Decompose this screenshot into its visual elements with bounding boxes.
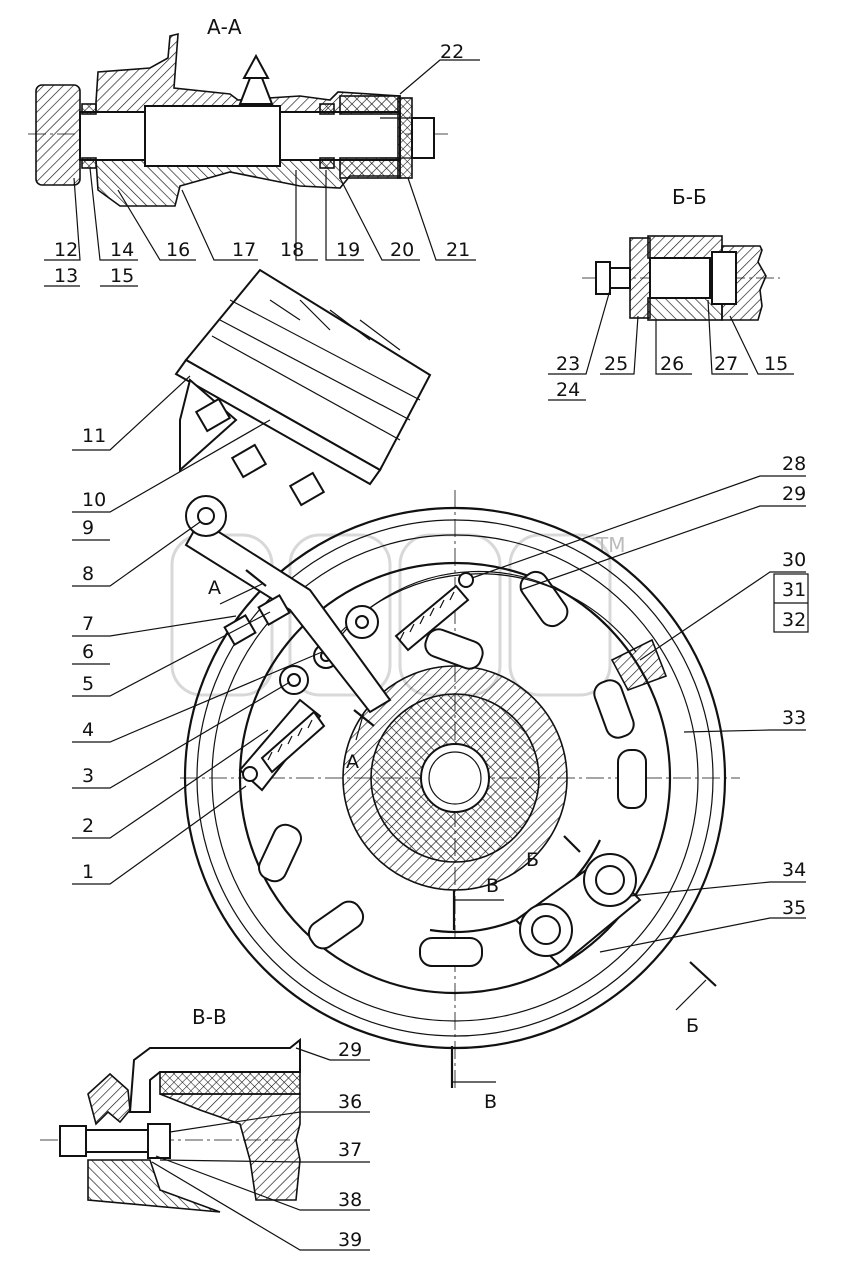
main-label-29: 29 <box>782 483 806 505</box>
main-label-9: 9 <box>82 517 94 539</box>
main-label-5: 5 <box>82 673 94 695</box>
cut-mark-v-inner: В <box>486 875 499 897</box>
aa-label-22: 22 <box>440 41 464 63</box>
cut-mark-a-bottom: А <box>346 751 359 773</box>
bb-label-26: 26 <box>660 353 684 375</box>
main-label-10: 10 <box>82 489 106 511</box>
main-label-3: 3 <box>82 765 94 787</box>
main-label-33: 33 <box>782 707 806 729</box>
main-label-28: 28 <box>782 453 806 475</box>
cut-mark-b-outer: Б <box>686 1015 699 1037</box>
main-label-11: 11 <box>82 425 106 447</box>
cut-mark-a-top: А <box>208 577 221 599</box>
aa-label-21: 21 <box>446 239 470 261</box>
main-label-34: 34 <box>782 859 806 881</box>
main-brake-view: А А Б Б В В 11 10 9 8 7 <box>72 268 809 1113</box>
main-label-2: 2 <box>82 815 94 837</box>
section-bb-view: Б-Б 23 24 25 26 27 15 <box>548 185 794 401</box>
trademark-sign: TM <box>595 533 625 557</box>
main-right-leaders: 28 29 30 31 32 33 34 35 <box>471 453 809 953</box>
main-left-leaders: 11 10 9 8 7 6 5 4 3 2 1 <box>72 375 323 885</box>
bb-label-27: 27 <box>714 353 738 375</box>
aa-label-12: 12 <box>54 239 78 261</box>
main-label-35: 35 <box>782 897 806 919</box>
vv-label-38: 38 <box>338 1189 362 1211</box>
section-markers: А А Б Б В В <box>208 569 717 1113</box>
bb-label-24: 24 <box>556 379 580 401</box>
bb-label-15b: 15 <box>764 353 788 375</box>
vv-label-37: 37 <box>338 1139 362 1161</box>
main-label-31: 31 <box>782 579 806 601</box>
cut-mark-v-outer: В <box>484 1091 497 1113</box>
main-label-6: 6 <box>82 641 94 663</box>
main-label-7: 7 <box>82 613 94 635</box>
aa-label-15: 15 <box>110 265 134 287</box>
section-bb-title: Б-Б <box>672 185 707 209</box>
aa-label-16: 16 <box>166 239 190 261</box>
aa-label-14: 14 <box>110 239 134 261</box>
brake-chamber <box>174 268 432 647</box>
shaft-collar <box>144 105 281 167</box>
aa-label-18: 18 <box>280 239 304 261</box>
main-label-4: 4 <box>82 719 94 741</box>
main-label-32: 32 <box>782 609 806 631</box>
section-vv-view: В-В 29 36 37 38 39 <box>40 1005 370 1251</box>
main-label-1: 1 <box>82 861 94 883</box>
bb-label-23: 23 <box>556 353 580 375</box>
vv-label-29: 29 <box>338 1039 362 1061</box>
section-vv-title: В-В <box>192 1005 227 1029</box>
section-aa-title: А-А <box>207 15 242 39</box>
vv-label-36: 36 <box>338 1091 362 1113</box>
flange-12 <box>35 84 81 186</box>
return-spring-lower <box>242 710 326 782</box>
aa-label-17: 17 <box>232 239 256 261</box>
bb-label-25: 25 <box>604 353 628 375</box>
aa-label-20: 20 <box>390 239 414 261</box>
vv-label-39: 39 <box>338 1229 362 1251</box>
aa-label-13: 13 <box>54 265 78 287</box>
return-spring-upper <box>394 572 474 652</box>
aa-label-19: 19 <box>336 239 360 261</box>
main-label-30: 30 <box>782 549 806 571</box>
cut-mark-b-inner: Б <box>526 849 539 871</box>
section-aa-view: А-А 22 12 13 14 15 <box>28 15 480 287</box>
main-label-8: 8 <box>82 563 94 585</box>
